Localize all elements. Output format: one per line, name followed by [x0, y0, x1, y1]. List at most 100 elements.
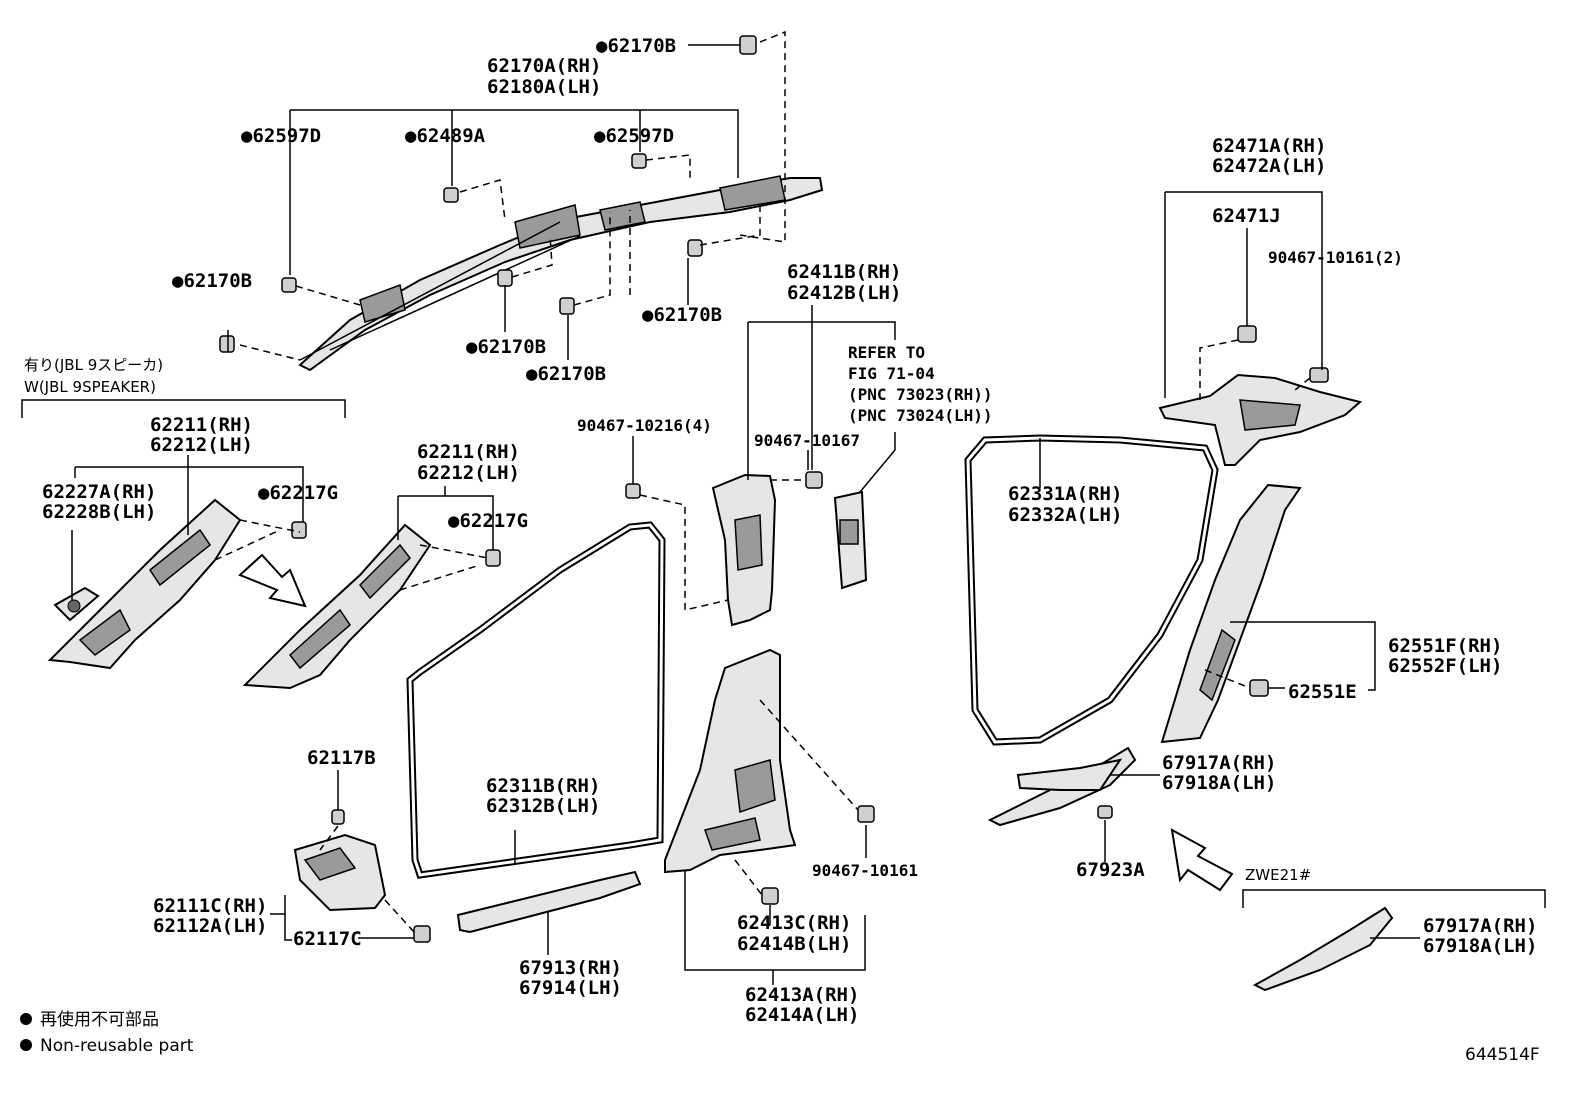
rear-scuff-plate: [987, 746, 1137, 827]
center-leader-lines: [632, 305, 896, 985]
label-refer-4: (PNC 73024(LH)): [848, 406, 993, 425]
bolt-62170B-right: [687, 239, 703, 257]
callout-labels: ●62170B 62170A(RH) 62180A(LH) ●62597D ●6…: [24, 35, 1537, 1026]
bolt-62170B-left: [219, 335, 235, 353]
front-scuff-leader: [514, 830, 549, 955]
label-62228B: 62228B(LH): [42, 501, 156, 523]
bolt-62170B-mid1: [497, 269, 513, 287]
label-62170B-top: ●62170B: [596, 35, 676, 57]
label-67917A-b: 67917A(RH): [1423, 915, 1537, 937]
label-62413C: 62413C(RH): [737, 912, 851, 934]
bolt-62170B-top: [739, 35, 757, 55]
clip-90467-10167: [805, 471, 823, 489]
label-62597D-left: ●62597D: [241, 125, 321, 147]
label-62331A: 62331A(RH): [1008, 483, 1122, 505]
label-67917A-a: 67917A(RH): [1162, 752, 1276, 774]
label-62471A: 62471A(RH): [1212, 135, 1326, 157]
zwe21-bracket: [1242, 889, 1546, 908]
label-62312B: 62312B(LH): [486, 795, 600, 817]
clip-62413C: [761, 887, 779, 905]
rear-pillar-garnish: [1160, 483, 1302, 744]
legend-jp: 再使用不可部品: [40, 1009, 159, 1030]
label-62170B-mid1: ●62170B: [466, 336, 546, 358]
legend: 再使用不可部品 Non-reusable part: [20, 1009, 194, 1056]
label-67914: 67914(LH): [519, 977, 622, 999]
legend-bullet-icon: [20, 1039, 32, 1051]
center-pillar-upper: [711, 473, 777, 627]
curtain-airbag-assembly: [298, 175, 824, 372]
clip-67923A: [1097, 805, 1113, 819]
assembly-arrow-left: [238, 553, 307, 608]
label-62217G-b: ●62217G: [448, 510, 528, 532]
label-62471J: 62471J: [1212, 205, 1281, 227]
label-refer-1: REFER TO: [848, 343, 925, 362]
label-62170A: 62170A(RH): [487, 55, 601, 77]
cowl-side-trim: [293, 833, 387, 912]
label-62217G-a: ●62217G: [258, 482, 338, 504]
label-62552F: 62552F(LH): [1388, 655, 1502, 677]
label-62117B: 62117B: [307, 747, 376, 769]
front-door-weatherstrip: [406, 521, 666, 879]
label-62413A: 62413A(RH): [745, 984, 859, 1006]
clip-62597D-left: [281, 277, 297, 293]
a-pillar-garnish-jbl: [47, 498, 242, 670]
clip-62597D-right: [631, 153, 647, 169]
clip-62217G-a: [291, 521, 307, 539]
label-62170B-right: ●62170B: [642, 304, 722, 326]
label-62170B-mid2: ●62170B: [526, 363, 606, 385]
legend-en: Non-reusable part: [40, 1036, 194, 1056]
clip-62117B: [331, 809, 345, 825]
roof-side-inner-garnish: [1158, 373, 1363, 466]
label-90467-10161: 90467-10161: [812, 861, 918, 880]
label-zwe21: ZWE21#: [1245, 866, 1311, 884]
label-62111C: 62111C(RH): [153, 895, 267, 917]
clip-90467-10161: [857, 805, 875, 823]
label-jbl-jp: 有り(JBL 9スピーカ): [24, 356, 163, 374]
label-62489A: ●62489A: [405, 125, 486, 147]
label-62211-b: 62211(RH): [417, 441, 520, 463]
label-62414B: 62414B(LH): [737, 933, 851, 955]
rear-scuff-leader: [1104, 774, 1160, 862]
label-62170B-left: ●62170B: [172, 270, 252, 292]
label-67913: 67913(RH): [519, 957, 622, 979]
clip-62551E: [1249, 679, 1269, 697]
clip-62217G-b: [485, 549, 501, 567]
label-62311B: 62311B(RH): [486, 775, 600, 797]
label-62117C: 62117C: [293, 928, 362, 950]
label-refer-2: FIG 71-04: [848, 364, 935, 383]
clip-62471J: [1237, 325, 1257, 343]
label-67918A-a: 67918A(LH): [1162, 772, 1276, 794]
clip-62117C: [413, 925, 431, 943]
rear-scuff-plate-zwe21: [1252, 906, 1394, 992]
front-scuff-plate: [456, 870, 642, 934]
label-62332A: 62332A(LH): [1008, 504, 1122, 526]
label-90467-10167: 90467-10167: [754, 431, 860, 450]
label-62551F: 62551F(RH): [1388, 635, 1502, 657]
bolt-62170B-mid2: [559, 297, 575, 315]
label-62211-a: 62211(RH): [150, 414, 253, 436]
label-refer-3: (PNC 73023(RH)): [848, 385, 993, 404]
jbl-bracket: [21, 399, 346, 418]
label-62112A: 62112A(LH): [153, 915, 267, 937]
legend-bullet-icon: [20, 1013, 32, 1025]
left-leader-lines: [71, 455, 494, 600]
label-90467-10161-2: 90467-10161(2): [1268, 248, 1403, 267]
a-pillar-garnish: [242, 523, 432, 690]
label-62412B: 62412B(LH): [787, 282, 901, 304]
clip-90467-10161-2: [1309, 367, 1329, 383]
label-67923A: 67923A: [1076, 859, 1145, 881]
label-62180A: 62180A(LH): [487, 76, 601, 98]
label-62212-a: 62212(LH): [150, 434, 253, 456]
cowl-leader-lines: [270, 770, 415, 941]
label-62414A: 62414A(LH): [745, 1004, 859, 1026]
top-leader-lines: [227, 30, 786, 361]
label-62472A: 62472A(LH): [1212, 155, 1326, 177]
label-62227A: 62227A(RH): [42, 481, 156, 503]
assembly-arrow-right: [1170, 828, 1234, 892]
seatbelt-anchor-cover: [833, 490, 868, 590]
label-jbl-en: W(JBL 9SPEAKER): [24, 378, 156, 396]
clip-62489A: [443, 187, 459, 203]
label-90467-10216: 90467-10216(4): [577, 416, 712, 435]
clip-90467-10216: [625, 483, 641, 499]
